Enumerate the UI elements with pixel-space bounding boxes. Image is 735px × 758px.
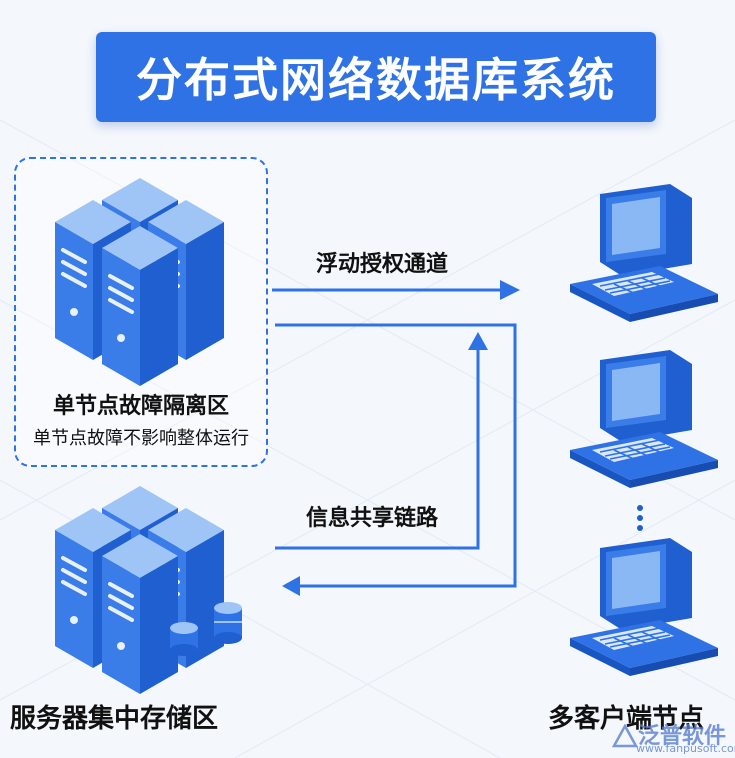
database-icon xyxy=(170,602,242,656)
info-share-label: 信息共享链路 xyxy=(306,506,439,531)
title-banner: 分布式网络数据库系统 xyxy=(96,32,656,122)
ellipsis-icon xyxy=(637,505,643,531)
computer-icon xyxy=(569,537,719,677)
watermark-logo-icon xyxy=(612,724,638,748)
watermark: 泛普软件 www.fanpusoft.com xyxy=(612,718,735,756)
server-icon xyxy=(100,224,180,388)
computer-icon xyxy=(569,183,719,323)
floating-license-link xyxy=(272,280,520,300)
watermark-url: www.fanpusoft.com xyxy=(636,742,735,755)
isolation-zone-subtitle: 单节点故障不影响整体运行 xyxy=(33,428,249,449)
storage-zone-title: 服务器集中存储区 xyxy=(10,704,219,734)
page-title: 分布式网络数据库系统 xyxy=(136,53,616,107)
info-share-link xyxy=(275,323,517,596)
floating-license-label: 浮动授权通道 xyxy=(316,252,449,277)
server-icon xyxy=(100,532,180,696)
computer-icon xyxy=(569,349,719,489)
watermark-brand: 泛普软件 xyxy=(638,724,727,749)
isolation-zone-title: 单节点故障隔离区 xyxy=(52,394,229,419)
